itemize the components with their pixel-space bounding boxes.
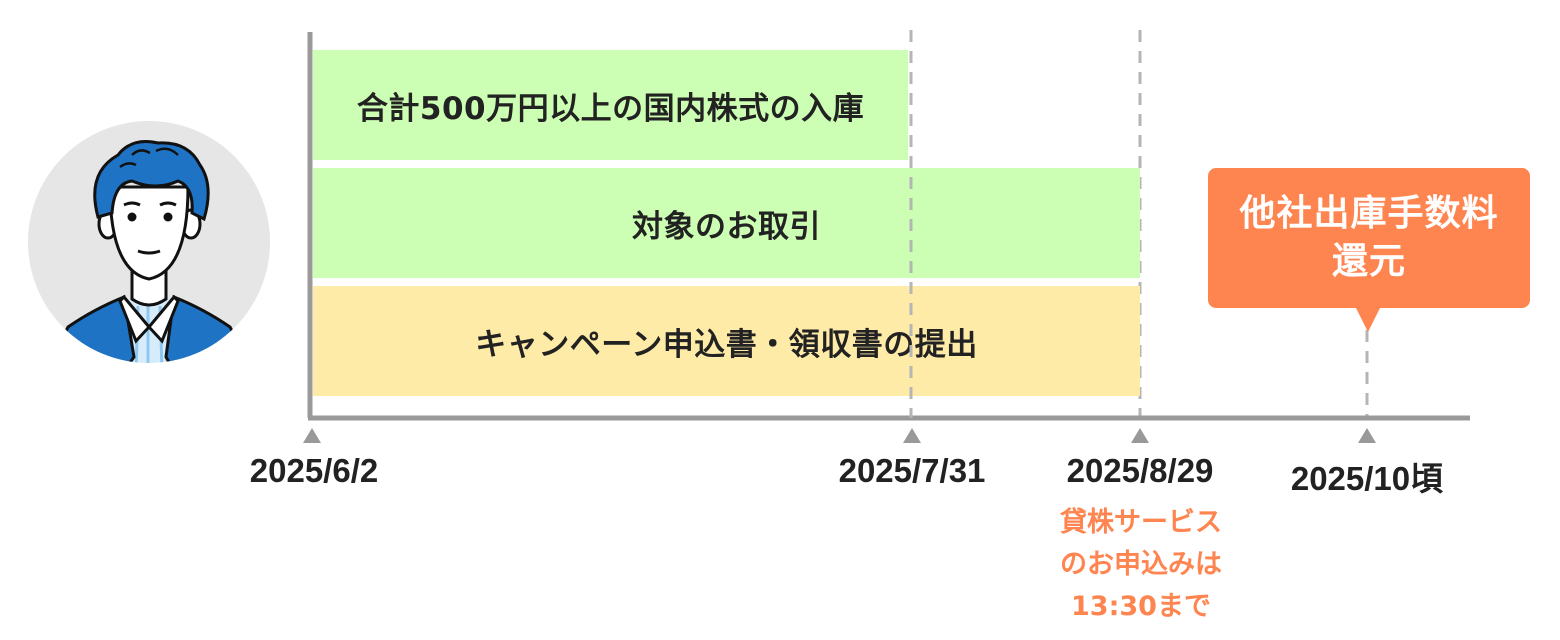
note-line-3: 13:30まで [1071, 591, 1211, 622]
note-line-2: のお申込みは [1060, 549, 1222, 580]
callout-tail [1355, 306, 1381, 332]
date-refund: 2025/10頃 [1290, 460, 1444, 497]
bar-eligible-trades-label: 対象のお取引 [632, 208, 821, 245]
triangle-up-icon [903, 428, 921, 443]
bar-application: キャンペーン申込書・領収書の提出 [313, 286, 1140, 396]
date-campaign-end: 2025/8/29 [1066, 452, 1214, 489]
lending-service-note: 貸株サービス のお申込みは 13:30まで [1036, 502, 1246, 628]
callout-line-2: 還元 [1331, 241, 1406, 282]
triangle-up-icon [1131, 428, 1149, 443]
bar-eligible-trades: 対象のお取引 [313, 168, 1140, 278]
person-avatar-icon [28, 121, 270, 363]
bar-stock-transfer: 合計500万円以上の国内株式の入庫 [313, 50, 908, 160]
date-start: 2025/6/2 [249, 452, 379, 489]
bar-stock-transfer-label: 合計500万円以上の国内株式の入庫 [356, 90, 865, 127]
date-transfer-deadline: 2025/7/31 [838, 452, 986, 489]
bar-application-label: キャンペーン申込書・領収書の提出 [475, 326, 978, 363]
triangle-up-icon [303, 428, 321, 443]
note-line-1: 貸株サービス [1060, 507, 1222, 538]
callout-line-1: 他社出庫手数料 [1239, 193, 1499, 234]
refund-callout: 他社出庫手数料 還元 [1208, 168, 1530, 308]
triangle-up-icon [1358, 428, 1376, 443]
